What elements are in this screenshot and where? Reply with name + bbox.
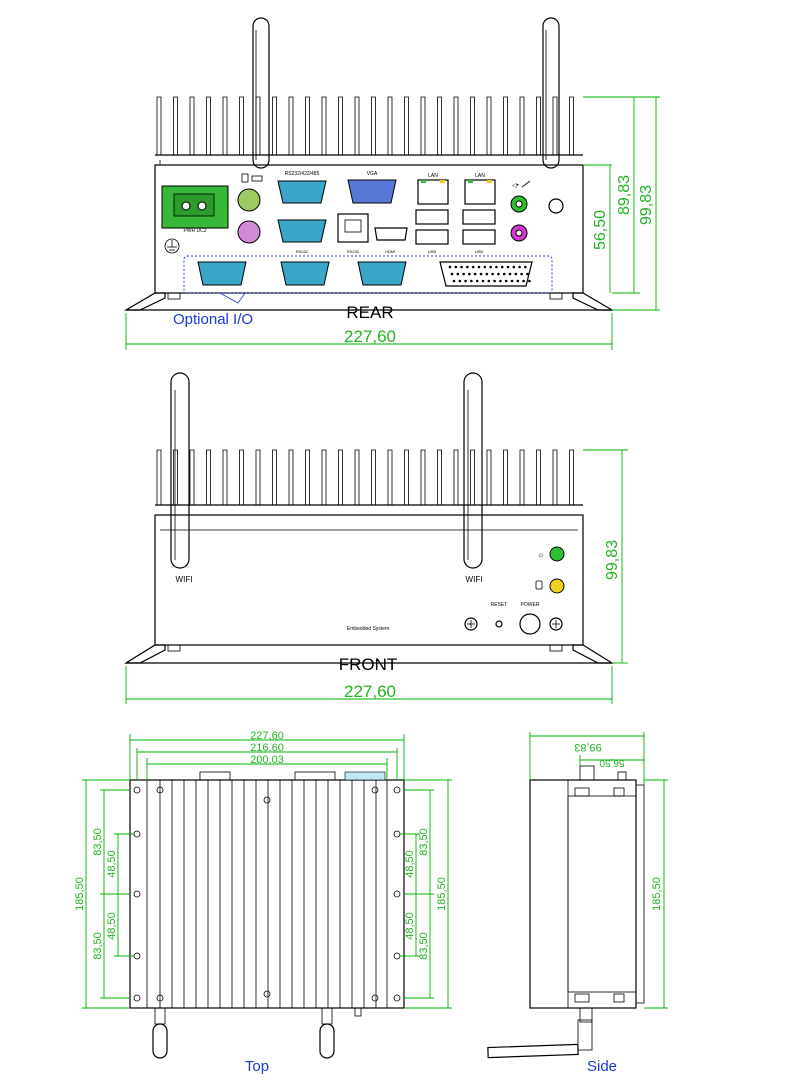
top-right-dim-1: 185,50	[436, 877, 448, 911]
optional-io-area	[183, 255, 553, 294]
top-left-dim-4: 48,50	[106, 850, 118, 878]
wifi-left-label: WIFI	[176, 575, 193, 584]
power-led	[549, 546, 565, 562]
rs232-485-port	[277, 180, 327, 204]
top-plate	[129, 779, 405, 1009]
brand-label: Embedded System	[347, 626, 389, 632]
rear-height-dim-2: 89,83	[616, 175, 633, 215]
lan-port-1	[417, 179, 449, 205]
reset-button	[495, 620, 503, 628]
side-label: Side	[587, 1058, 617, 1075]
side-dim-1: 99,83	[574, 741, 602, 753]
top-left-dim-5: 48,50	[106, 912, 118, 940]
optional-com-1	[197, 261, 247, 286]
ps2-mouse-port	[237, 220, 261, 244]
top-right-dim-3: 83,50	[418, 932, 430, 960]
rear-height-dim-1: 56,50	[592, 210, 609, 250]
disk-icon	[535, 580, 543, 590]
ps2-keyboard-port	[237, 188, 261, 212]
rear-heatsink-fins	[156, 96, 574, 155]
top-right-dim-2: 83,50	[418, 828, 430, 856]
top-view: 227,60 216,60 200,03 185,50 83,50 83,50 …	[74, 730, 452, 1075]
optional-com-2	[280, 261, 330, 286]
front-view: WIFI WIFI ☼ RESET POWER Embedded System …	[123, 372, 628, 704]
rs232-485-label: RS232/422/485	[285, 171, 320, 177]
top-mounting-holes	[133, 786, 401, 1002]
side-view: 99,83 56,50 185,50 Side	[487, 732, 668, 1075]
front-foot-left	[123, 644, 166, 664]
front-screw-right	[549, 617, 563, 631]
top-label: Top	[245, 1058, 269, 1075]
usb2-label: USB	[475, 249, 484, 254]
top-width-dim-2: 216,60	[250, 742, 284, 754]
rear-foot-left	[123, 292, 166, 311]
front-label: FRONT	[339, 655, 398, 674]
top-left-dim-3: 83,50	[92, 932, 104, 960]
front-height-dim: 99,83	[604, 540, 621, 580]
rear-foot-right	[572, 292, 615, 311]
optional-io-label: Optional I/O	[173, 311, 253, 328]
rear-width-dim: 227,60	[344, 327, 396, 346]
top-left-dim-2: 83,50	[92, 828, 104, 856]
top-width-dim-1: 227,60	[250, 730, 284, 742]
mouse-icon	[241, 173, 249, 183]
ground-icon	[164, 238, 180, 254]
rear-label: REAR	[346, 303, 393, 322]
hdmi-label: HDMI	[385, 249, 395, 254]
front-antenna-right	[463, 372, 483, 569]
front-chassis	[154, 514, 584, 646]
front-heatsink-fins	[156, 449, 574, 505]
power-label: POWER	[521, 602, 540, 608]
vga-port	[347, 179, 397, 204]
usb-port-1a	[415, 209, 449, 225]
rs232-rj-port	[337, 213, 369, 243]
reset-label: RESET	[491, 602, 508, 608]
top-width-dim-3: 200,03	[250, 754, 284, 766]
side-body	[529, 779, 637, 1009]
lan1-label: LAN	[428, 173, 438, 179]
usb1-label: USB	[428, 249, 437, 254]
lan2-label: LAN	[475, 173, 485, 179]
side-height-dim: 185,50	[651, 877, 663, 911]
front-screw-left	[464, 617, 478, 631]
hdd-led	[549, 578, 565, 594]
usb-port-1b	[415, 229, 449, 245]
antenna-hole	[548, 198, 564, 214]
rear-antenna-right	[542, 17, 560, 169]
front-antenna-left	[170, 372, 190, 569]
front-foot-right	[572, 644, 615, 664]
mic-icon	[521, 180, 531, 188]
front-width-dim: 227,60	[344, 682, 396, 701]
top-right-dim-5: 48,50	[404, 912, 416, 940]
side-dim-2: 56,50	[599, 757, 624, 768]
optional-db44-port	[439, 261, 533, 287]
light-icon: ☼	[537, 550, 544, 559]
lan-port-2	[464, 179, 496, 205]
speaker-icon: ◁•	[512, 183, 519, 189]
rs232-port-a	[277, 219, 327, 243]
power-button	[519, 613, 541, 635]
wifi-right-label: WIFI	[466, 575, 483, 584]
top-right-dim-4: 48,50	[404, 850, 416, 878]
top-left-dim-1: 185,50	[74, 877, 86, 911]
top-antenna-right	[319, 1007, 335, 1059]
rear-view: PWR DC2 RS232/422/485 RS232 RS232 VGA HD…	[123, 17, 660, 350]
hdmi-port	[374, 227, 408, 241]
rs232a-label: RS232	[296, 249, 309, 254]
rear-chassis	[154, 164, 584, 294]
optional-com-3	[357, 261, 407, 286]
rear-height-dim-3: 99,83	[638, 185, 655, 225]
keyboard-icon	[251, 175, 263, 182]
rs232b-label: RS232	[347, 249, 360, 254]
rear-antenna-left	[252, 17, 270, 169]
top-antenna-left	[152, 1007, 168, 1059]
vga-label: VGA	[367, 171, 378, 177]
top-heatsink-fins	[159, 780, 377, 1008]
usb-port-2b	[462, 229, 496, 245]
side-antenna	[487, 1007, 593, 1059]
power-terminal-label: PWR DC2	[183, 228, 206, 234]
usb-port-2a	[462, 209, 496, 225]
